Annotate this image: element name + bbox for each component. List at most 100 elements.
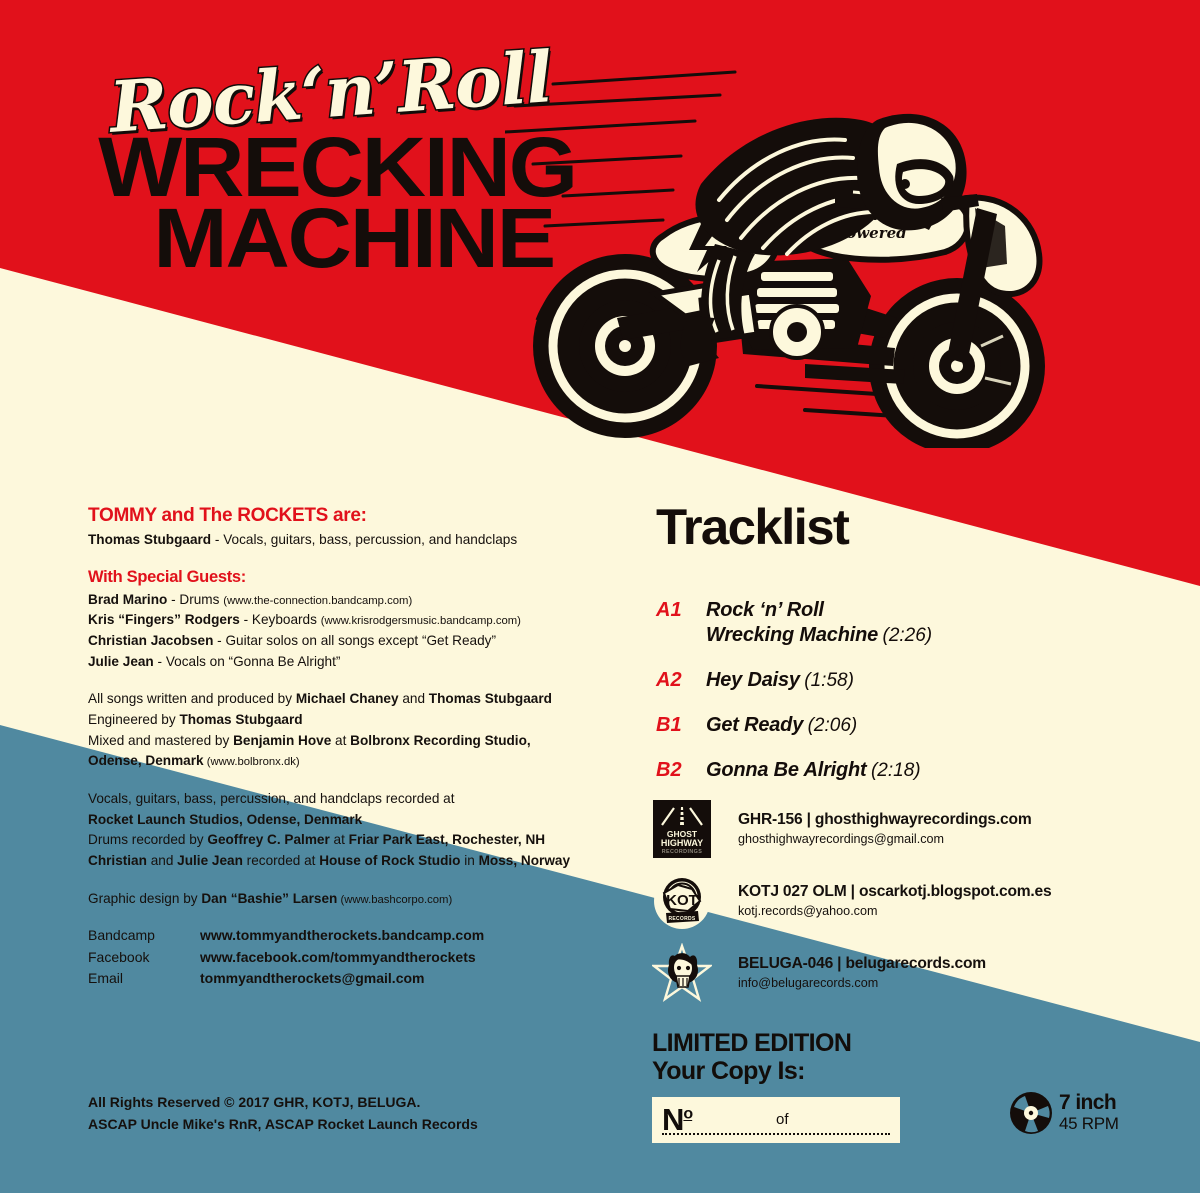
- rights-line-2: ASCAP Uncle Mike's RnR, ASCAP Rocket Lau…: [88, 1115, 478, 1132]
- record-labels-section: GHOST HIGHWAY RECORDINGS GHR-156 | ghost…: [652, 793, 1112, 1009]
- rights-line-1: All Rights Reserved © 2017 GHR, KOTJ, BE…: [88, 1094, 421, 1110]
- svg-text:RECORDS: RECORDS: [668, 916, 695, 922]
- front-wheel: [869, 278, 1045, 448]
- label-email: info@belugarecords.com: [738, 976, 879, 991]
- title-line-machine: MACHINE: [153, 190, 556, 285]
- track-name-line-2: Wrecking Machine: [706, 624, 879, 646]
- guests-heading: With Special Guests:: [88, 567, 246, 586]
- production-line-2: Engineered by Thomas Stubgaard: [88, 711, 303, 727]
- track-row: A2 Hey Daisy (1:58): [656, 668, 932, 693]
- guest-role: - Drums: [167, 591, 224, 607]
- track-id: A2: [656, 669, 682, 691]
- label-row-ghost-highway: GHOST HIGHWAY RECORDINGS GHR-156 | ghost…: [652, 793, 1112, 865]
- label-email: ghosthighwayrecordings@gmail.com: [738, 832, 944, 847]
- motorcycle-racer-illustration: Rocket Powered: [505, 48, 1115, 448]
- recording-line-1: Vocals, guitars, bass, percussion, and h…: [88, 790, 455, 806]
- band-heading: TOMMY and The ROCKETS are:: [88, 505, 367, 526]
- guest-name: Christian Jacobsen: [88, 632, 214, 648]
- of-word: of: [776, 1111, 789, 1128]
- recording-line-2: Rocket Launch Studios, Odense, Denmark: [88, 811, 363, 827]
- track-info: Hey Daisy (1:58): [706, 668, 854, 693]
- guest-role: - Vocals on “Gonna Be Alright”: [153, 653, 341, 669]
- track-id: A1: [656, 599, 682, 621]
- dotted-writing-line: [662, 1133, 890, 1135]
- band-member-line: Thomas Stubgaard - Vocals, guitars, bass…: [88, 530, 628, 551]
- contact-row-bandcamp: Bandcamp www.tommyandtherockets.bandcamp…: [88, 925, 628, 947]
- helmet: [857, 113, 967, 231]
- your-copy-is-label: Your Copy Is:: [652, 1057, 805, 1085]
- production-line-4: Odense, Denmark (www.bolbronx.dk): [88, 753, 300, 769]
- guest-name: Kris “Fingers” Rodgers: [88, 612, 240, 628]
- member-role: - Vocals, guitars, bass, percussion, and…: [211, 532, 518, 547]
- member-name: Thomas Stubgaard: [88, 532, 212, 547]
- guest-row: Julie Jean - Vocals on “Gonna Be Alright…: [88, 652, 628, 673]
- label-info: KOTJ 027 OLM | oscarkotj.blogspot.com.es…: [712, 881, 1052, 921]
- track-duration: (2:18): [870, 760, 921, 781]
- track-name: Hey Daisy: [706, 669, 800, 691]
- recording-line-4: Christian and Julie Jean recorded at Hou…: [88, 852, 571, 868]
- track-name-line-1: Rock ‘n’ Roll: [706, 599, 824, 621]
- guest-role: - Guitar solos on all songs except “Get …: [213, 632, 496, 648]
- graphic-design-line: Graphic design by Dan “Bashie” Larsen (w…: [88, 890, 453, 906]
- production-line-1: All songs written and produced by Michae…: [88, 691, 552, 707]
- limited-edition-heading: LIMITED EDITION: [652, 1029, 852, 1057]
- credits-column: TOMMY and The ROCKETS are: Thomas Stubga…: [88, 505, 628, 909]
- track-id: B2: [656, 759, 682, 781]
- guest-name: Julie Jean: [88, 653, 154, 669]
- number-symbol: No: [662, 1102, 693, 1138]
- copy-number-field[interactable]: No of: [652, 1097, 900, 1143]
- kotj-records-logo: KOT RECORDS: [652, 871, 712, 931]
- guest-url: (www.the-connection.bandcamp.com): [223, 594, 413, 607]
- track-name: Gonna Be Alright: [706, 759, 867, 781]
- blue-diagonal-band: [0, 725, 1200, 1193]
- label-row-kotj: KOT RECORDS KOTJ 027 OLM | oscarkotj.blo…: [652, 865, 1112, 937]
- format-speed: 45 RPM: [1059, 1113, 1119, 1133]
- guest-row: Kris “Fingers” Rodgers - Keyboards (www.…: [88, 610, 628, 631]
- logo-text-ghost: GHOST: [667, 829, 698, 839]
- beluga-records-logo: [652, 943, 712, 1003]
- logo-text-highway: HIGHWAY: [661, 838, 703, 848]
- label-info: BELUGA-046 | belugarecords.com info@belu…: [712, 953, 986, 993]
- title-line-wrecking: WRECKING: [98, 120, 578, 214]
- contact-value[interactable]: www.tommyandtherockets.bandcamp.com: [200, 927, 485, 943]
- track-row: B1 Get Ready (2:06): [656, 713, 932, 738]
- format-size: 7 inch: [1059, 1090, 1117, 1114]
- contact-value[interactable]: tommyandtherockets@gmail.com: [200, 970, 425, 987]
- logo-text-recordings: RECORDINGS: [662, 849, 703, 855]
- limited-edition-section: LIMITED EDITION Your Copy Is: No of: [652, 1030, 900, 1143]
- recording-line-3: Drums recorded by Geoffrey C. Palmer at …: [88, 832, 546, 848]
- track-id: B1: [656, 714, 682, 736]
- format-badge: 7 inch 45 RPM: [1008, 1090, 1119, 1136]
- guest-role: - Keyboards: [239, 612, 321, 628]
- front-fork: [947, 208, 997, 364]
- label-catalog: GHR-156 | ghosthighwayrecordings.com: [738, 811, 1032, 829]
- contact-row-email: Email tommyandtherockets@gmail.com: [88, 968, 628, 990]
- track-row: B2 Gonna Be Alright (2:18): [656, 758, 932, 783]
- track-duration: (2:26): [882, 625, 933, 646]
- rider: [680, 113, 967, 366]
- contact-value[interactable]: www.facebook.com/tommyandtherockets: [200, 948, 476, 965]
- contact-row-facebook: Facebook www.facebook.com/tommyandtheroc…: [88, 947, 628, 969]
- production-line-3: Mixed and mastered by Benjamin Hove at B…: [88, 732, 531, 748]
- track-info: Get Ready (2:06): [706, 713, 857, 738]
- label-info: GHR-156 | ghosthighwayrecordings.com gho…: [712, 809, 1032, 849]
- ghost-highway-recordings-logo: GHOST HIGHWAY RECORDINGS: [652, 799, 712, 859]
- format-text: 7 inch 45 RPM: [1054, 1092, 1119, 1134]
- main-title: WRECKING MACHINE: [88, 125, 578, 279]
- track-duration: (2:06): [807, 715, 858, 736]
- label-catalog: BELUGA-046 | belugarecords.com: [738, 955, 986, 973]
- guest-row: Christian Jacobsen - Guitar solos on all…: [88, 631, 628, 652]
- lightning-bolt: [689, 224, 727, 272]
- contact-label: Bandcamp: [88, 927, 155, 943]
- track-info: Rock ‘n’ Roll Wrecking Machine (2:26): [706, 598, 932, 648]
- contact-list: Bandcamp www.tommyandtherockets.bandcamp…: [88, 925, 628, 990]
- engine-block: [698, 258, 871, 360]
- handlebar: [941, 194, 979, 212]
- track-duration: (1:58): [804, 670, 854, 691]
- copyright-block: All Rights Reserved © 2017 GHR, KOTJ, BE…: [88, 1092, 478, 1135]
- vinyl-record-icon: [1008, 1090, 1054, 1136]
- label-email: kotj.records@yahoo.com: [738, 904, 878, 919]
- track-name: Get Ready: [706, 714, 804, 736]
- album-title-block: Rock‘n’Roll WRECKING MACHINE: [88, 34, 578, 280]
